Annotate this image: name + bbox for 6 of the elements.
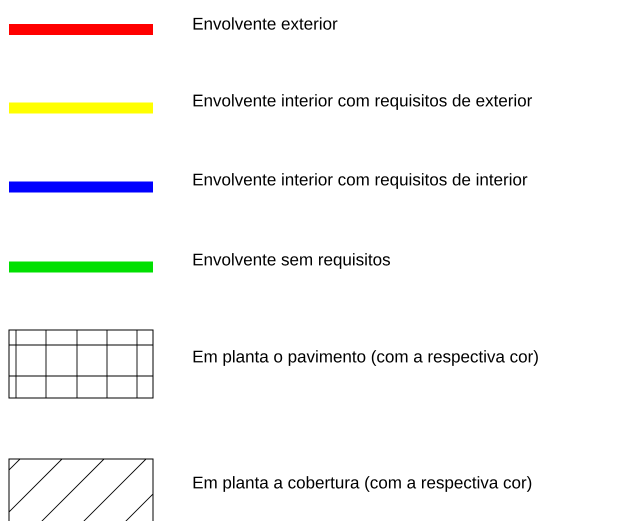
- legend-text: Em planta o pavimento (com a respectiva cor): [194, 350, 538, 366]
- legend-text: Em planta a cobertura (com a respectiva cor): [194, 476, 532, 492]
- legend-text: Envolvente interior com requisitos de exterior: [194, 94, 532, 110]
- legend-text: Envolvente sem requisitos: [194, 253, 390, 269]
- legend-text: Envolvente exterior: [194, 17, 338, 30]
- legend-text: Envolvente interior com requisitos de interior: [194, 173, 528, 189]
